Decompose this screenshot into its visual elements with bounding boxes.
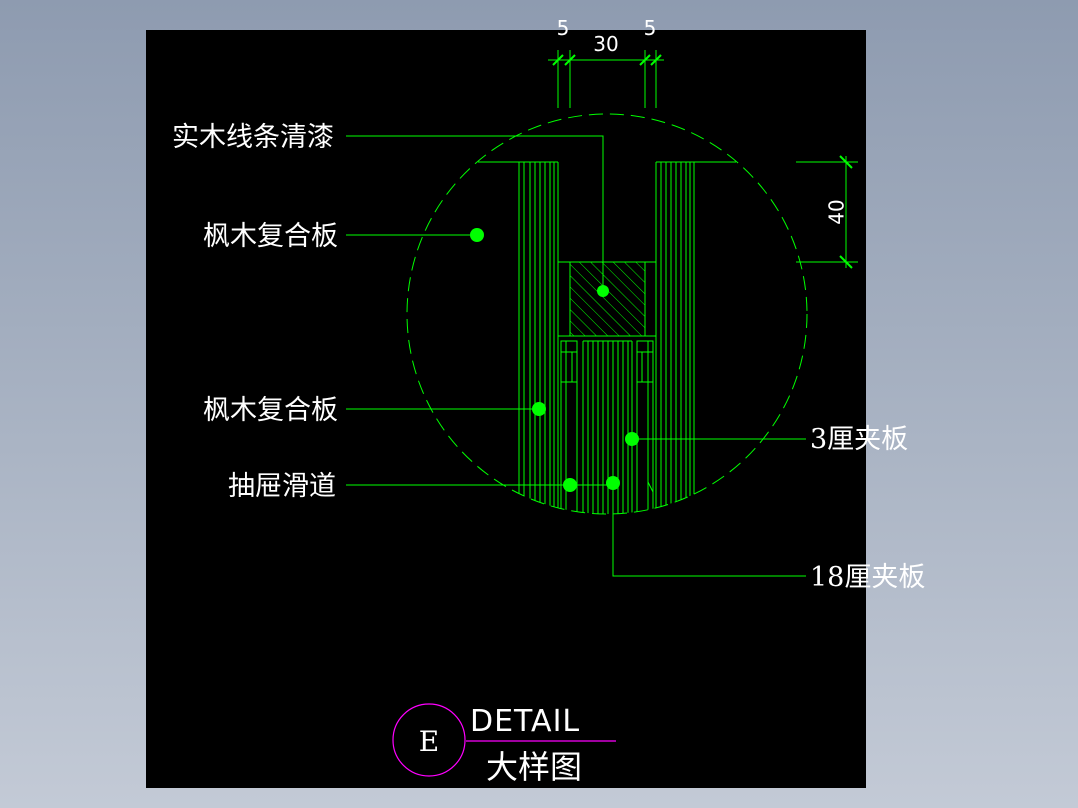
label-drawer-slide: 抽屉滑道 [228, 471, 336, 502]
leader-solid-wood-strip [346, 135, 604, 291]
dimension-right [796, 155, 858, 269]
dim-top-right-5: 5 [644, 16, 657, 40]
dot-plywood-18 [606, 476, 620, 490]
title-circle-letter: E [419, 725, 439, 758]
label-solid-wood-strip: 实木线条清漆 [172, 122, 334, 153]
drawer-slide-right [636, 340, 654, 514]
leader-plywood-18 [612, 485, 806, 577]
label-maple-upper: 枫木复合板 [203, 221, 338, 252]
title-detail-word: DETAIL [470, 704, 580, 739]
solid-wood-strip [569, 261, 646, 337]
dot-solid-wood-strip [597, 285, 609, 297]
title-block: E DETAIL 大样图 [392, 703, 616, 786]
right-panel [655, 162, 695, 514]
dim-top-30: 30 [593, 32, 618, 56]
left-panel [518, 162, 559, 514]
detail-circle [406, 113, 808, 515]
detail-geometry [406, 113, 808, 515]
dot-maple-upper [470, 228, 484, 242]
dot-plywood-3 [625, 432, 639, 446]
label-maple-lower: 枫木复合板 [203, 395, 338, 426]
dimension-top [548, 50, 664, 108]
label-plywood-3: 3厘夹板 [810, 424, 908, 455]
dim-right-40: 40 [825, 199, 849, 224]
label-plywood-18: 18厘夹板 [810, 562, 925, 593]
dot-maple-lower [532, 402, 546, 416]
title-cn: 大样图 [486, 748, 582, 786]
leader-dots [470, 228, 639, 492]
dim-top-left-5: 5 [557, 16, 570, 40]
dot-drawer-slide [563, 478, 577, 492]
title-circle [392, 703, 466, 777]
